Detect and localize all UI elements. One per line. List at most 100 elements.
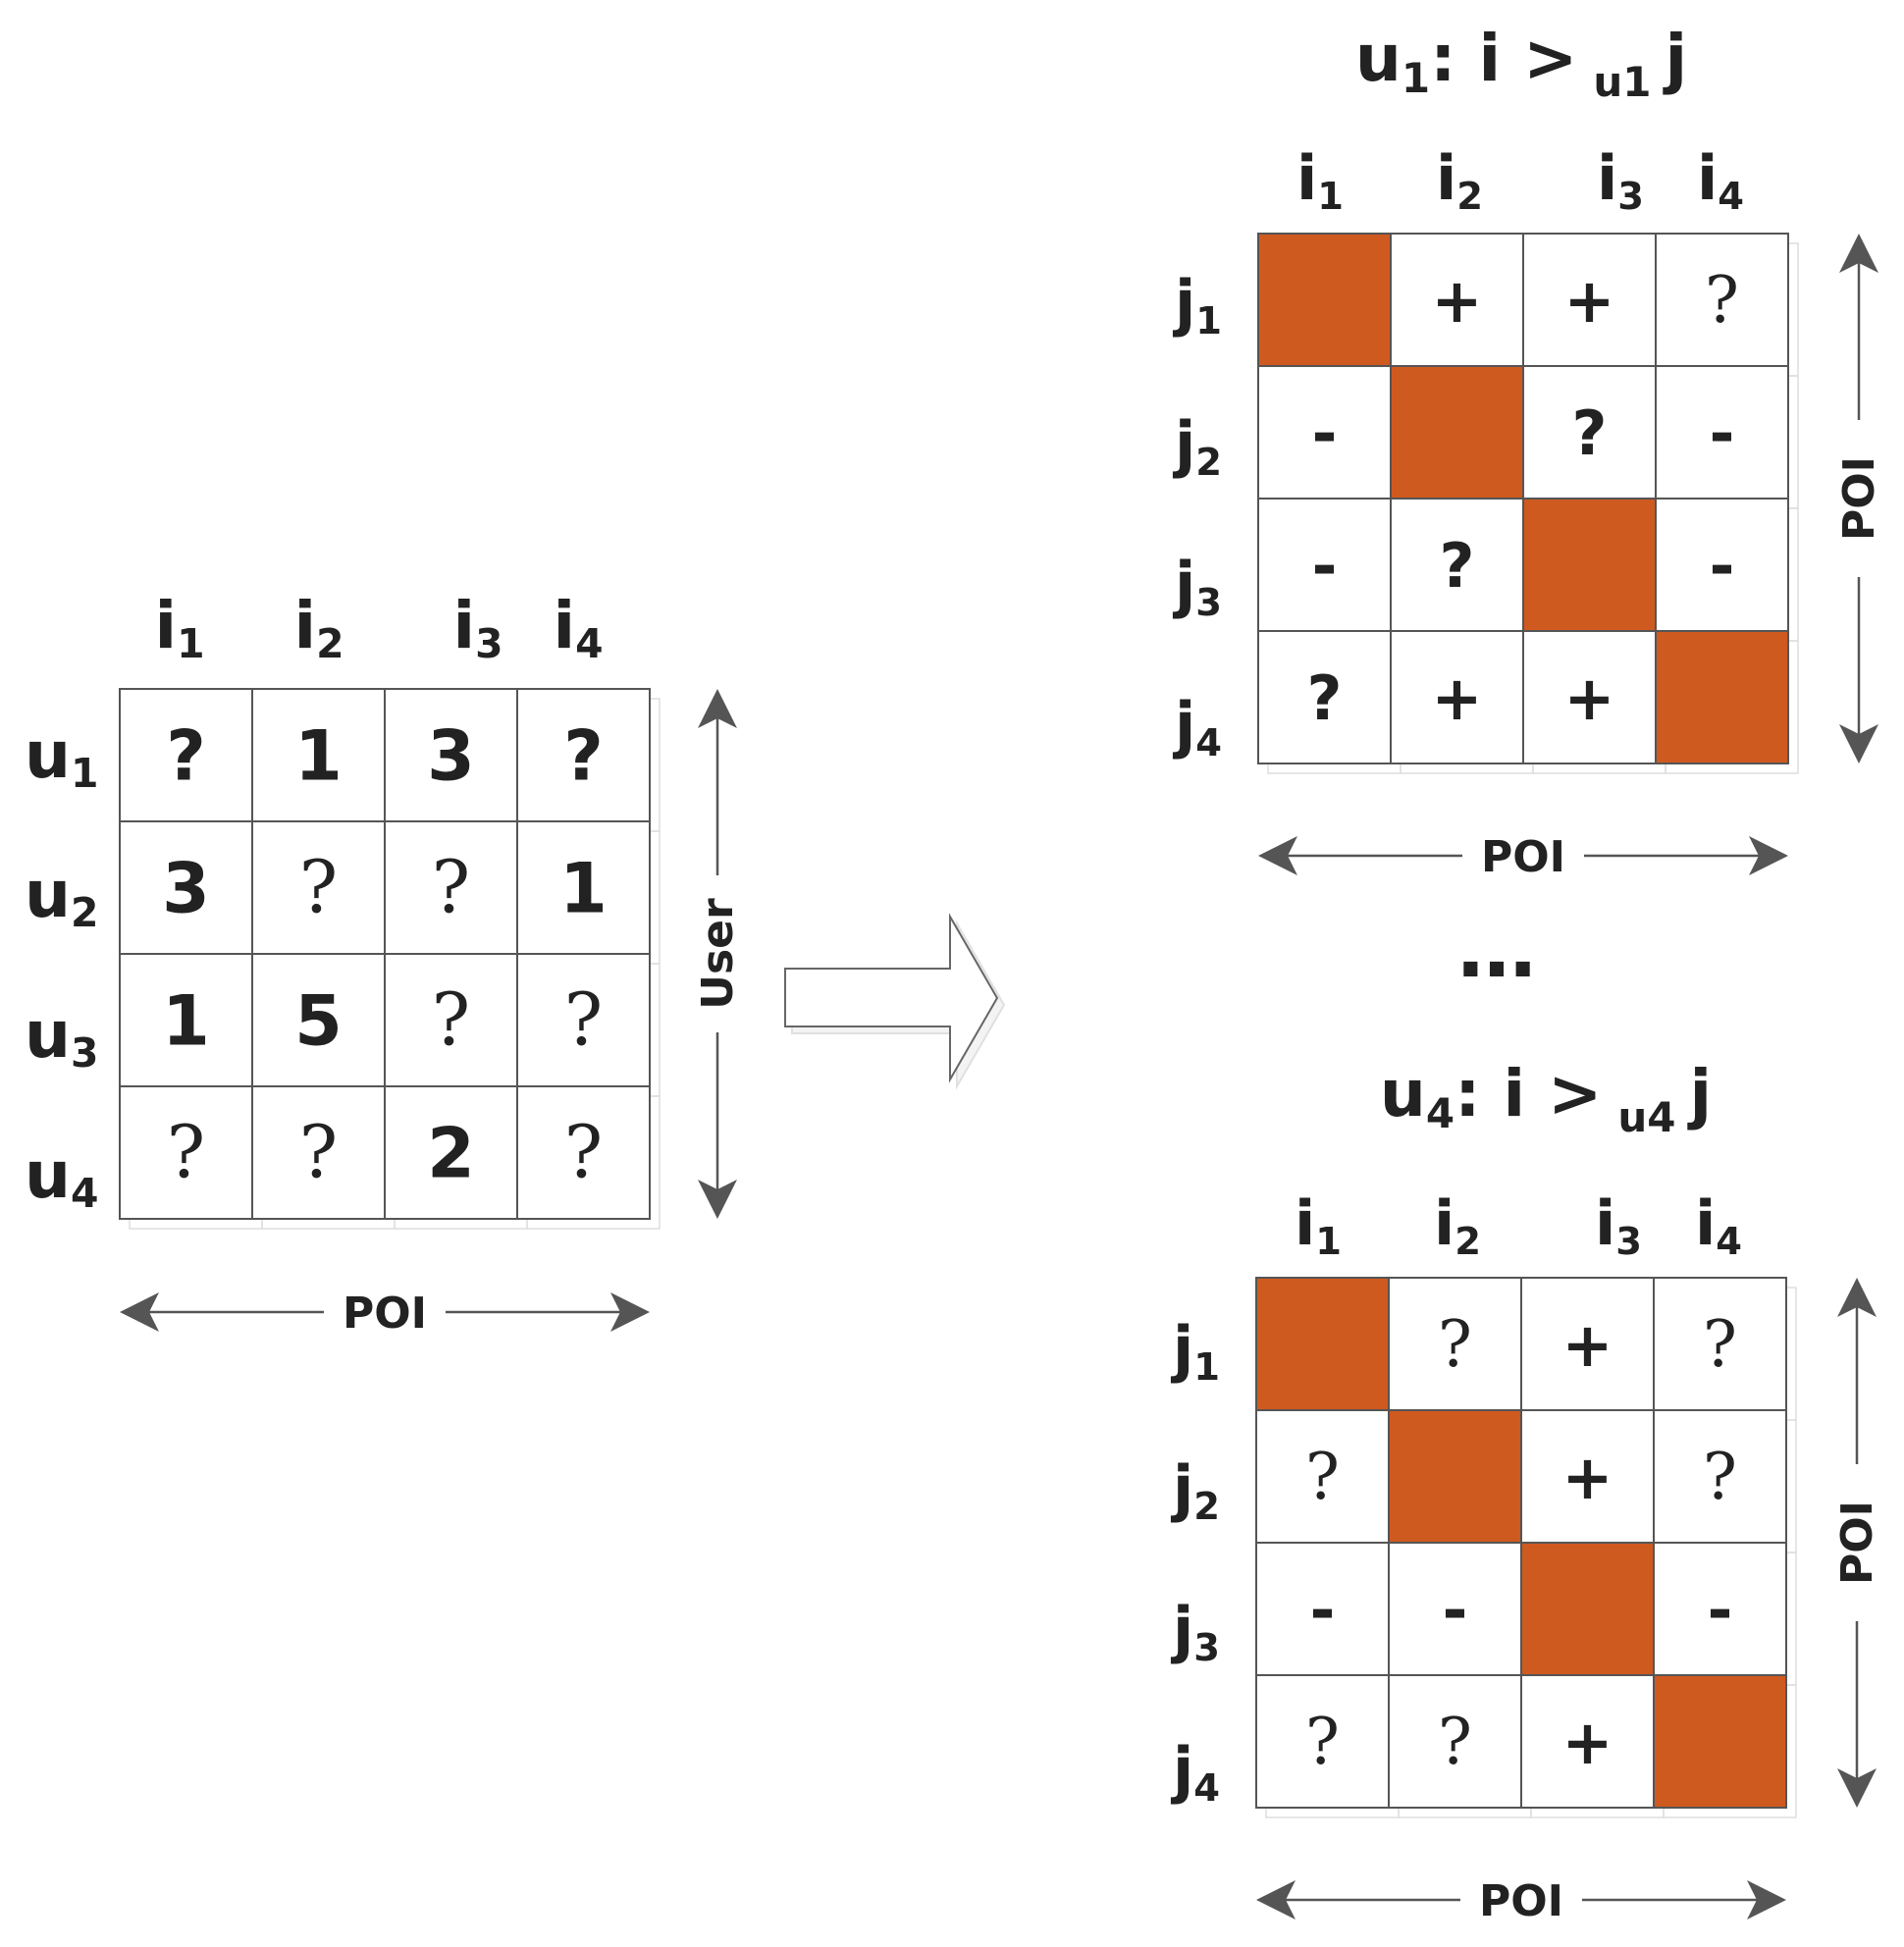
diagonal-cell [1522,498,1657,632]
cell-value: + [1432,265,1483,337]
diagonal-cell [1520,1542,1655,1676]
cell-value: - [1312,397,1338,469]
matrix-cell [516,688,651,822]
row-header: u3 [25,997,98,1077]
arrow-head-left [1256,1880,1296,1920]
row-header: j4 [1170,1734,1220,1811]
pairwise-row-headers: j1 j2 j3 j4 [1172,267,1222,765]
cell-value: + [1562,1707,1613,1778]
cell-value: ? [1305,1706,1340,1779]
cell-value: ? [563,716,604,797]
matrix-cell [1653,1277,1787,1411]
col-header: i1 [1295,1187,1342,1264]
matrix-cell [251,953,386,1087]
cell-value: 5 [294,981,343,1062]
cell-value: - [1310,1574,1336,1646]
row-header: j3 [1170,1594,1220,1670]
arrow-head-up [698,689,737,728]
matrix-cell [1653,1542,1787,1676]
ellipsis: … [1457,904,1536,995]
cell-value: - [1443,1574,1468,1646]
poi-axis-arrow: POI [120,1289,650,1339]
cell-value: ? [1438,1706,1472,1779]
row-header: j3 [1172,549,1222,625]
matrix-cell [516,820,651,955]
cell-value: ? [167,1112,205,1195]
arrow-head-right [1747,1880,1786,1920]
arrow-head-down [698,1180,737,1219]
cell-value: + [1562,1442,1613,1513]
user-item-col-headers: i1 i2 i3 i4 [154,588,603,667]
arrow-head-down [1839,724,1878,763]
pairwise-cells: ++?-?--?-?++ [1257,233,1799,774]
col-header: i2 [1434,1187,1481,1264]
cell-value: ? [1305,1441,1340,1514]
diagonal-cell [1388,1409,1522,1544]
arrow-head-up [1839,234,1878,273]
row-header: j1 [1170,1313,1220,1390]
cell-value: ? [1307,662,1343,734]
cell-value: 1 [559,849,608,929]
cell-value: - [1312,530,1338,602]
matrix-cell [1388,1674,1522,1809]
row-header: u2 [25,857,98,936]
cell-value: + [1562,1309,1613,1381]
poi-vertical-axis-label: POI [1832,1500,1882,1585]
row-header: j1 [1172,267,1222,343]
cell-value: ? [1438,1308,1472,1382]
diagonal-cell [1653,1674,1787,1809]
row-header: j4 [1172,689,1222,765]
cell-value: ? [299,1112,338,1195]
user-item-row-headers: u1 u2 u3 u4 [25,717,98,1217]
cell-value: ? [1440,530,1475,602]
cell-value: + [1432,662,1483,734]
matrix-cell [1257,365,1392,500]
cell-value: ? [1572,397,1608,469]
user-axis-label: User [693,898,743,1010]
cell-value: ? [1703,1441,1737,1514]
matrix-cell [1255,1409,1390,1544]
matrix-cell [1257,630,1392,764]
cell-value: 1 [162,981,210,1062]
col-header: i3 [1595,1187,1642,1264]
matrix-cell [384,953,518,1087]
col-header: i3 [452,588,502,667]
cell-value: ? [1705,264,1739,338]
transform-arrow [784,913,1006,1090]
row-header: u4 [25,1137,98,1217]
matrix-cell [251,1085,386,1220]
matrix-cell [1390,233,1524,367]
arrow-head-left [1258,836,1297,875]
pairwise-col-headers: i1 i2 i3 i4 [1296,142,1744,219]
row-header: u1 [25,717,98,797]
row-header: j2 [1172,408,1222,485]
poi-axis-label: POI [343,1289,427,1339]
matrix-cell [384,688,518,822]
matrix-cell [1388,1277,1522,1411]
pairwise-col-headers: i1 i2 i3 i4 [1295,1187,1742,1264]
poi-vertical-axis-arrow: POI [1834,234,1884,763]
poi-axis-label: POI [1481,832,1565,882]
matrix-cell [1255,1542,1390,1676]
matrix-cell [516,1085,651,1220]
poi-vertical-axis-arrow: POI [1832,1278,1882,1808]
col-header: i4 [1697,142,1744,219]
pairwise-cells: ?+??+?---??+ [1255,1277,1797,1818]
diagonal-cell [1390,365,1524,500]
col-header: i1 [1296,142,1344,219]
matrix-cell [1255,1674,1390,1809]
matrix-cell [119,1085,253,1220]
user-axis-arrow: User [693,689,743,1219]
col-header: i2 [293,588,344,667]
cell-value: 3 [427,716,475,797]
poi-vertical-axis-label: POI [1834,456,1884,541]
arrow-head-down [1837,1768,1877,1808]
matrix-cell [119,953,253,1087]
poi-axis-arrow: POI [1256,1876,1786,1926]
diagonal-cell [1255,1277,1390,1411]
col-header: i4 [553,588,603,667]
cell-value: ? [166,716,206,797]
